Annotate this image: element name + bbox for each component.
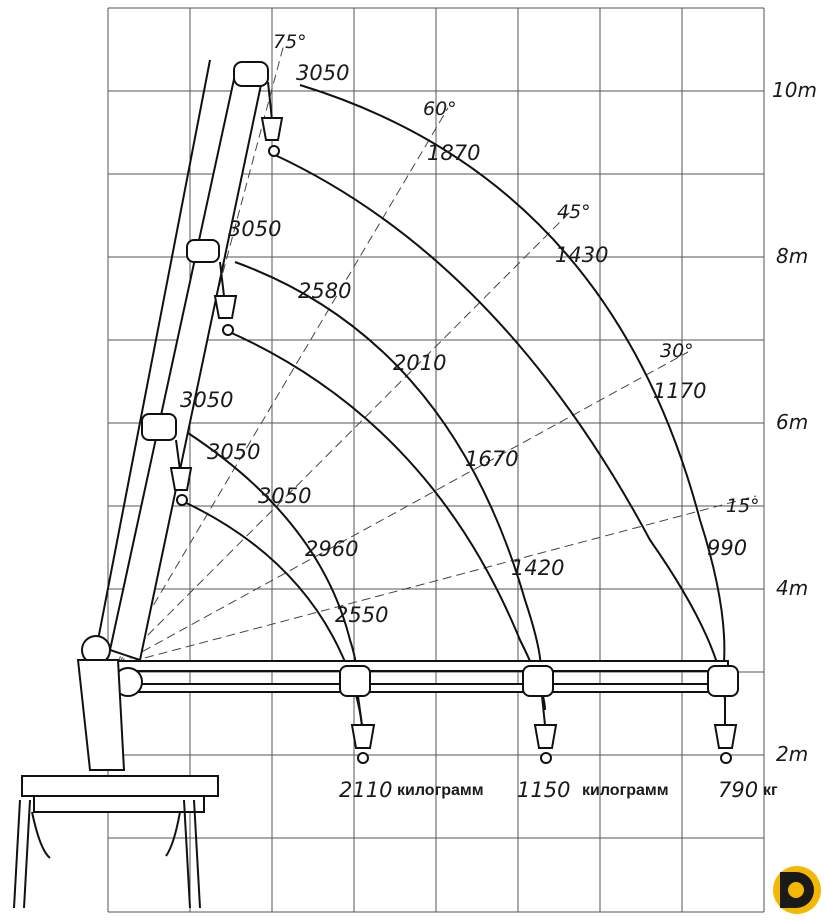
load-label-horizontal-mid: 1150 [517, 778, 570, 802]
load-label-long-4: 990 [707, 536, 747, 560]
brand-logo-icon [773, 866, 821, 914]
y-axis-label-10m: 10m [772, 78, 817, 102]
y-axis-label-2m: 2m [776, 742, 808, 766]
angle-label-30: 30° [660, 340, 694, 362]
load-label-long-3: 1170 [653, 379, 706, 403]
unit-label-long: кг [763, 782, 778, 799]
load-label-mid-3: 1670 [465, 447, 518, 471]
load-label-long-1: 1870 [427, 141, 480, 165]
load-label-short-2: 3050 [258, 484, 311, 508]
angle-label-45: 45° [557, 201, 591, 223]
crane-base [13, 635, 219, 909]
angle-label-60: 60° [423, 98, 457, 120]
y-axis-label-6m: 6m [776, 410, 808, 434]
load-label-low-tip: 3050 [180, 388, 233, 412]
y-axis-label-4m: 4m [776, 576, 808, 600]
load-label-horizontal-long: 790 [718, 778, 758, 802]
load-label-short-1: 3050 [207, 440, 260, 464]
load-label-horizontal-short: 2110 [339, 778, 392, 802]
load-label-long-2: 1430 [555, 243, 608, 267]
angle-label-75: 75° [273, 31, 307, 53]
load-label-short-4: 2550 [335, 603, 388, 627]
load-label-mid-1: 2580 [298, 279, 351, 303]
unit-label-mid: килограмм [582, 782, 669, 799]
load-label-short-3: 2960 [305, 537, 358, 561]
horizontal-boom [117, 660, 739, 764]
load-label-mid-4: 1420 [511, 556, 564, 580]
angle-rays [117, 43, 757, 666]
y-axis-label-8m: 8m [776, 244, 808, 268]
load-label-tip: 3050 [296, 61, 349, 85]
load-label-mid-tip: 3050 [228, 217, 281, 241]
unit-label-short: килограмм [397, 782, 484, 799]
angle-label-15: 15° [726, 495, 760, 517]
load-label-mid-2: 2010 [393, 351, 446, 375]
reach-arcs [179, 84, 726, 731]
